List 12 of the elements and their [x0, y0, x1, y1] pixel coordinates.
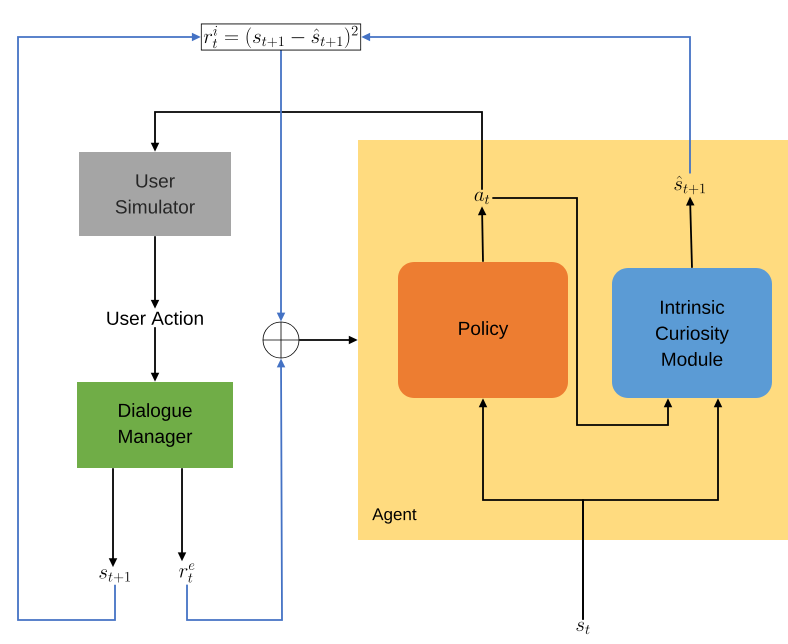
- state-label: $s_t$: [576, 622, 590, 634]
- state-label: $s_{t+1}$: [99, 569, 130, 583]
- manager-box: Dialogue Manager: [77, 382, 233, 468]
- action-label: $a_t$: [474, 192, 490, 204]
- simulator-box: User Simulator: [79, 152, 231, 236]
- action-label: User Action: [107, 311, 203, 325]
- sum-circle: [262, 321, 300, 359]
- policy-box: Policy: [398, 262, 568, 398]
- prediction-label: $\hat{s}_{t+1}$: [674, 176, 705, 194]
- formula: $r_t^i = (s_{t+1} - \hat{s}_{t+1})^2$: [200, 24, 362, 50]
- reward-label: $r_t^e$: [179, 563, 194, 583]
- module-box: Intrinsic Curiosity Module: [612, 268, 772, 398]
